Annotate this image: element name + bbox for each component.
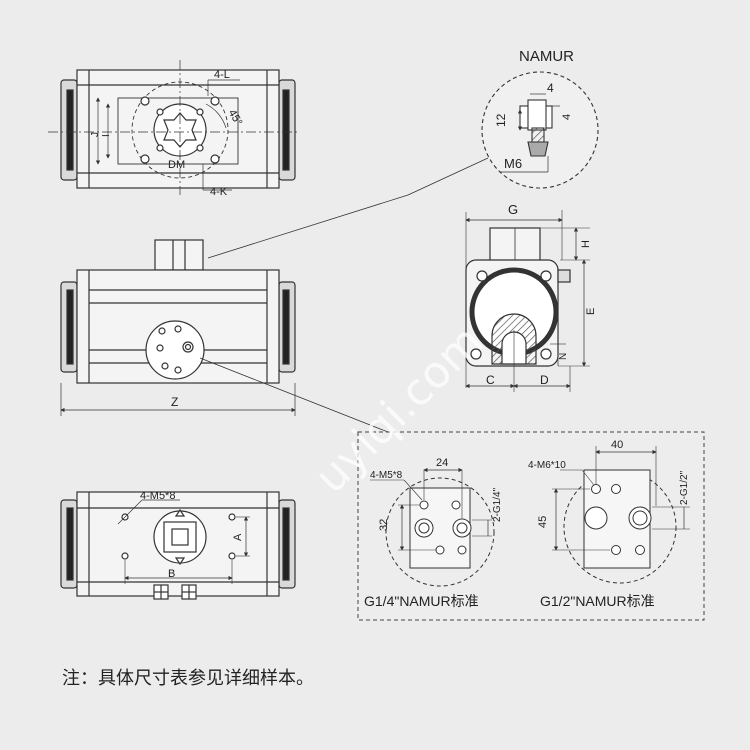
label-4-l: 4-L (214, 69, 230, 81)
detail2-dim-g12: 2-G1/2" (679, 470, 690, 505)
detail1-dim-24: 24 (436, 457, 448, 469)
detail1-dim-m5: 4-M5*8 (370, 470, 403, 481)
front-view (60, 239, 389, 433)
footnote: 注：具体尺寸表参见详细样本。 (62, 668, 314, 689)
label-j: J (90, 132, 101, 137)
label-e: E (585, 308, 597, 315)
label-i: I (101, 134, 112, 137)
detail2-dim-40: 40 (611, 439, 623, 451)
namur-title: NAMUR (519, 48, 574, 65)
label-4-k: 4-K (210, 186, 228, 198)
detail2-dim-m6: 4-M6*10 (528, 460, 566, 471)
label-c: C (486, 373, 495, 387)
label-b: B (168, 568, 175, 580)
label-namur-12: 12 (494, 113, 508, 127)
detail1-caption: G1/4"NAMUR标准 (364, 593, 479, 609)
side-view (465, 210, 590, 392)
label-dm: DM (168, 159, 185, 171)
detail2-dim-45: 45 (537, 516, 549, 528)
label-d: D (540, 373, 549, 387)
detail2-caption: G1/2"NAMUR标准 (540, 593, 655, 609)
label-4-m5-8-bottom: 4-M5*8 (140, 490, 175, 502)
label-z: Z (171, 395, 178, 409)
namur-detail (481, 71, 599, 189)
detail-g14 (370, 467, 495, 587)
label-a: A (232, 533, 244, 541)
detail-g12 (552, 446, 690, 584)
bottom-view (60, 491, 296, 600)
top-view (48, 60, 300, 195)
label-namur-m6: M6 (504, 156, 522, 171)
namur-leader-line-2 (207, 194, 409, 259)
detail1-dim-32: 32 (378, 519, 390, 531)
label-namur-4-top: 4 (547, 81, 554, 95)
namur-leader-line (407, 157, 489, 196)
label-namur-4-side: 4 (561, 114, 573, 120)
label-h: H (580, 240, 592, 248)
label-n: N (558, 353, 569, 360)
label-g: G (508, 202, 518, 217)
detail1-dim-g14: 2-G1/4" (492, 487, 503, 522)
